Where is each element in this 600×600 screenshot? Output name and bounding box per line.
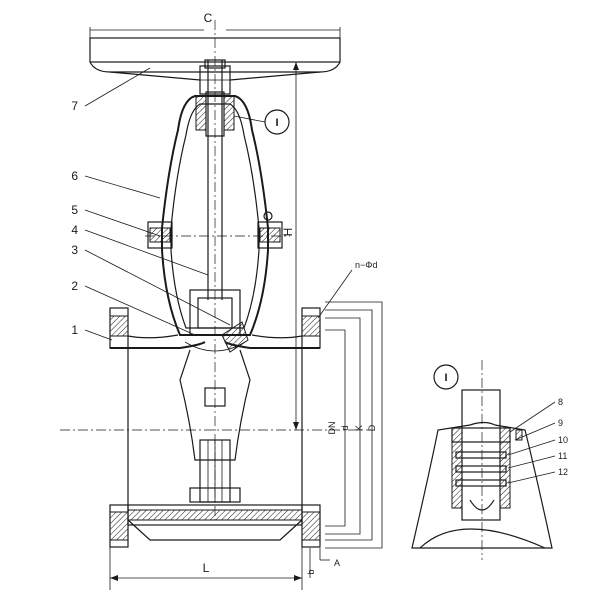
stem	[207, 20, 223, 520]
part-number-12: 12	[558, 467, 568, 477]
part-number-2: 2	[71, 279, 78, 293]
part-number-1: 1	[71, 323, 78, 337]
bonnet	[145, 95, 290, 336]
leader-lines	[84, 67, 556, 484]
dimension-dn-label: DN	[327, 422, 337, 435]
part-number-3: 3	[71, 243, 78, 257]
dimension-b-label: b	[306, 569, 316, 574]
detail-view	[411, 360, 553, 560]
dimension-lines	[109, 62, 383, 590]
dimension-outer-d-label: D	[367, 424, 377, 431]
part-number-7: 7	[71, 99, 78, 113]
part-number-6: 6	[71, 169, 78, 183]
part-number-8: 8	[558, 397, 563, 407]
part-number-4: 4	[71, 223, 78, 237]
part-number-9: 9	[558, 418, 563, 428]
dimension-d-label: d	[340, 425, 350, 430]
detail-marker-circle	[264, 109, 290, 135]
dimension-l-label: L	[203, 561, 210, 575]
dimension-c-label: C	[204, 11, 213, 25]
part-number-11: 11	[558, 451, 567, 461]
part-number-10: 10	[558, 435, 568, 445]
detail-view-label: I	[444, 372, 447, 384]
part-number-5: 5	[71, 203, 78, 217]
bolt-holes-label: n−Φd	[355, 260, 377, 270]
valve-body	[60, 307, 370, 548]
dimension-a-label: A	[334, 558, 340, 568]
dimension-k-label: K	[354, 425, 364, 431]
detail-marker-label: I	[275, 117, 278, 129]
dimension-h-label: H	[281, 228, 295, 237]
